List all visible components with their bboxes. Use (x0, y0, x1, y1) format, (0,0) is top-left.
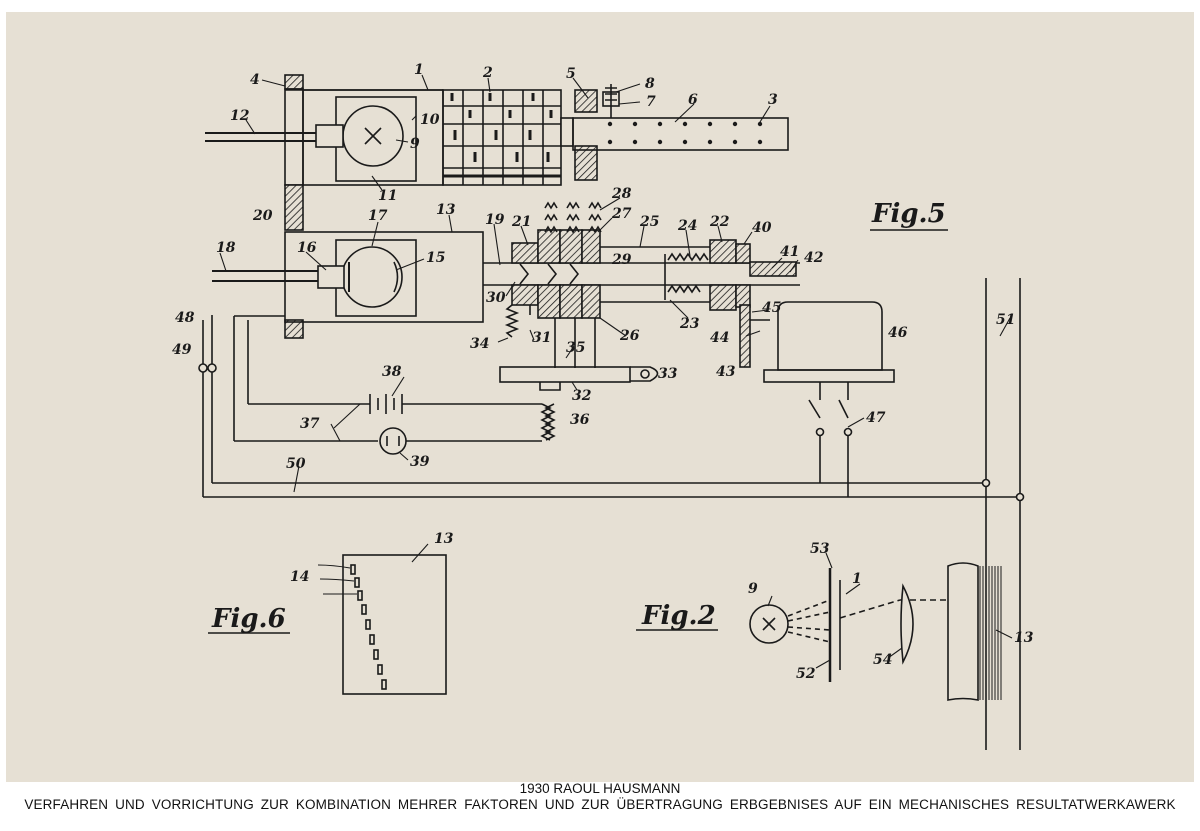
leader-lines (219, 74, 1013, 669)
ref-34: 34 (470, 336, 489, 352)
ref-54: 54 (873, 652, 892, 668)
ref-36: 36 (570, 412, 590, 428)
ref-9b: 9 (748, 581, 758, 597)
ref-50: 50 (286, 456, 306, 472)
drive-motor (763, 301, 895, 400)
ref-3: 3 (768, 92, 778, 108)
ref-32: 32 (572, 388, 592, 404)
ref-8: 8 (645, 76, 655, 92)
ref-16: 16 (297, 240, 317, 256)
fig6-drawing (317, 554, 447, 695)
ref-33: 33 (658, 366, 678, 382)
caption-title: VERFAHREN UND VORRICHTUNG ZUR KOMBINATIO… (24, 797, 1176, 812)
ref-10: 10 (420, 112, 440, 128)
fig2-title: Fig.2 (641, 601, 716, 631)
ref-23: 23 (679, 316, 700, 332)
circuit (198, 278, 1025, 750)
ref-53: 53 (810, 541, 830, 557)
patent-drawing: Fig.5 Fig.6 Fig.2 1 2 3 4 5 6 7 8 9 10 1… (172, 62, 1034, 750)
ref-4: 4 (250, 72, 260, 88)
ref-47: 47 (866, 410, 886, 426)
ref-45: 45 (762, 300, 781, 316)
ref-49: 49 (172, 342, 192, 358)
pin-rod (572, 84, 789, 181)
patent-sheet (6, 12, 1194, 782)
ref-1: 1 (414, 62, 424, 78)
ref-1b: 1 (852, 571, 862, 587)
ref-21: 21 (511, 214, 531, 230)
ref-7: 7 (646, 94, 656, 110)
ref-51: 51 (996, 312, 1015, 328)
ref-14: 14 (290, 569, 309, 585)
ref-38: 38 (382, 364, 402, 380)
ref-39: 39 (410, 454, 430, 470)
ref-25: 25 (639, 214, 659, 230)
ref-31: 31 (532, 330, 551, 346)
ref-9: 9 (410, 136, 420, 152)
fig5-title: Fig.5 (871, 199, 946, 229)
ref-28: 28 (611, 186, 632, 202)
ref-37: 37 (300, 416, 320, 432)
ref-15: 15 (426, 250, 445, 266)
ref-35: 35 (566, 340, 585, 356)
ref-30: 30 (486, 290, 506, 306)
caption-year-author: 1930 RAOUL HAUSMANN (519, 781, 681, 796)
ref-44: 44 (710, 330, 729, 346)
ref-46: 46 (888, 325, 908, 341)
ref-41: 41 (780, 244, 799, 260)
ref-52: 52 (796, 666, 816, 682)
ref-43: 43 (716, 364, 736, 380)
ref-13c: 13 (1014, 630, 1034, 646)
ref-2: 2 (482, 65, 493, 81)
lower-housing (212, 184, 484, 339)
ref-42: 42 (804, 250, 824, 266)
ref-29: 29 (611, 252, 632, 268)
fig2-drawing (749, 562, 1002, 701)
ref-19: 19 (485, 212, 505, 228)
ref-13b: 13 (434, 531, 454, 547)
ref-5: 5 (566, 66, 576, 82)
ref-18: 18 (216, 240, 236, 256)
ref-48: 48 (175, 310, 195, 326)
fig6-title: Fig.6 (211, 604, 286, 634)
upper-housing (205, 74, 444, 186)
ref-11: 11 (378, 188, 397, 204)
ref-27: 27 (611, 206, 632, 222)
ref-26: 26 (619, 328, 640, 344)
ref-12: 12 (230, 108, 250, 124)
switch-mechanism (483, 201, 800, 391)
ref-24: 24 (677, 218, 697, 234)
ref-6: 6 (688, 92, 698, 108)
code-drum (442, 89, 574, 186)
ref-13a: 13 (436, 202, 456, 218)
ref-22: 22 (709, 214, 730, 230)
ref-17: 17 (368, 208, 388, 224)
ref-20: 20 (252, 208, 273, 224)
ref-40: 40 (752, 220, 772, 236)
